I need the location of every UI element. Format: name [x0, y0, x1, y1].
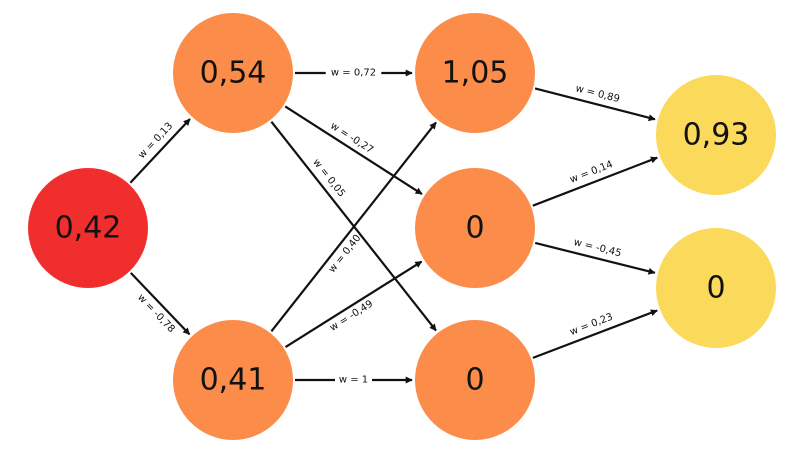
edge-arrow-h2-g2 — [284, 260, 423, 348]
edges-layer — [129, 69, 658, 384]
edge-arrow-g2-o1 — [532, 156, 658, 207]
edge-arrow-g2-o2 — [534, 241, 656, 275]
edge-arrow-h1-g2 — [284, 105, 423, 195]
weight-label-group-g2-o2: w = -0,45 — [572, 237, 622, 259]
nodes-layer: 0,42 0,54 0,41 1,05 0 0 0,93 0 — [28, 13, 776, 440]
node-h2: 0,41 — [173, 320, 293, 440]
node-o1: 0,93 — [656, 75, 776, 195]
weight-label-group-h2-g3: w = 1 — [335, 373, 372, 387]
node-g1: 1,05 — [415, 13, 535, 133]
node-value: 0,41 — [200, 363, 267, 398]
node-g3: 0 — [415, 320, 535, 440]
weight-label-group-g2-o1: w = 0,14 — [568, 159, 614, 186]
output-node-circle — [656, 228, 776, 348]
output-node-circle — [656, 75, 776, 195]
node-value: 0 — [465, 363, 484, 398]
weight-label: w = 0,89 — [574, 83, 621, 105]
node-value: 0 — [465, 211, 484, 246]
node-value: 0 — [706, 271, 725, 306]
weight-label-background — [325, 66, 382, 80]
hidden2-node-circle — [415, 168, 535, 288]
edge-arrow-g3-o2 — [532, 309, 658, 359]
node-value: 0,93 — [683, 118, 750, 153]
weight-label: w = 1 — [339, 375, 368, 386]
edge-arrow-h2-g1 — [270, 121, 437, 332]
node-value: 0,54 — [200, 56, 267, 91]
hidden2-node-circle — [415, 320, 535, 440]
node-g2: 0 — [415, 168, 535, 288]
weight-label-group-h1-g1: w = 0,72 — [325, 66, 382, 80]
edge-arrow-g1-o1 — [534, 87, 656, 122]
weight-label-group-g3-o2: w = 0,23 — [568, 312, 614, 338]
weight-label-group-g1-o1: w = 0,89 — [574, 83, 621, 105]
node-in1: 0,42 — [28, 168, 148, 288]
weight-label: w = -0,45 — [572, 237, 622, 259]
hidden2-node-circle — [415, 13, 535, 133]
weight-label-background — [335, 373, 372, 387]
weight-label: w = 0,14 — [568, 159, 614, 186]
node-value: 1,05 — [442, 56, 509, 91]
weight-label: w = 0,72 — [331, 68, 376, 79]
hidden1-node-circle — [173, 13, 293, 133]
edge-arrow-in1-h2 — [129, 272, 191, 336]
node-value: 0,42 — [55, 211, 122, 246]
node-h1: 0,54 — [173, 13, 293, 133]
weight-label: w = 0,23 — [568, 312, 614, 338]
hidden1-node-circle — [173, 320, 293, 440]
edge-arrow-in1-h1 — [129, 118, 191, 184]
node-o2: 0 — [656, 228, 776, 348]
input-node-circle — [28, 168, 148, 288]
